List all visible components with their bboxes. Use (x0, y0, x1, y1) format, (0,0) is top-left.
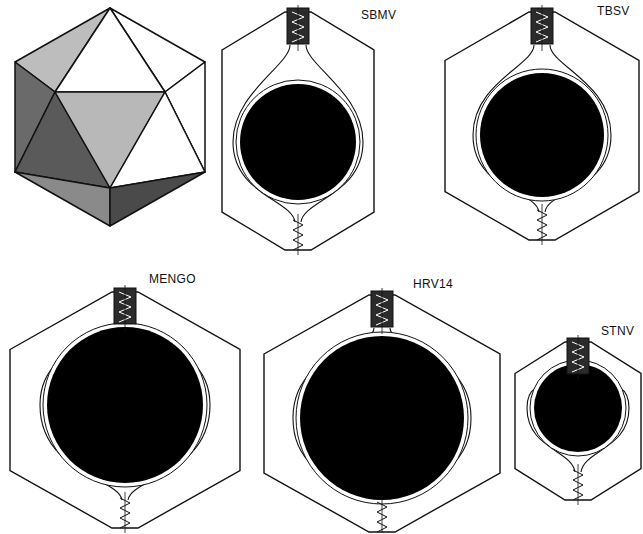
ico-face (55, 8, 165, 92)
rna-core (300, 336, 464, 500)
virus-label: STNV (600, 324, 635, 338)
shell-outline (293, 328, 471, 504)
ico-face (15, 172, 110, 226)
axis-line (542, 204, 543, 245)
virus-label: SBMV (360, 8, 397, 22)
virus-section (10, 285, 240, 533)
ico-face (110, 92, 205, 188)
virus-label: TBSV (596, 4, 631, 18)
axis-line (125, 285, 126, 331)
capsid-ring (43, 323, 207, 487)
ico-face (110, 172, 205, 226)
capsid-ring (296, 332, 468, 504)
shell-outline (233, 45, 363, 222)
axis-line (298, 5, 299, 51)
virus-section (445, 5, 639, 245)
rna-core (47, 327, 203, 483)
axis-line (382, 496, 383, 533)
axis-line (298, 214, 299, 255)
virus-label: HRV14 (412, 277, 454, 291)
virus-group (10, 5, 641, 533)
axis-line (578, 464, 579, 505)
axis-line (542, 5, 543, 51)
icosahedron (15, 8, 205, 226)
virus-section (222, 5, 374, 255)
virus-section (515, 335, 641, 505)
axis-line (382, 288, 383, 334)
axis-line (125, 492, 126, 533)
virus-label: MENGO (148, 272, 197, 286)
rna-core (240, 84, 356, 200)
rna-core (480, 73, 604, 197)
virus-section (264, 288, 500, 533)
capsid-ring (476, 69, 608, 201)
axis-line (578, 335, 579, 381)
shell-outline (473, 45, 611, 212)
capsid-ring (236, 80, 360, 204)
